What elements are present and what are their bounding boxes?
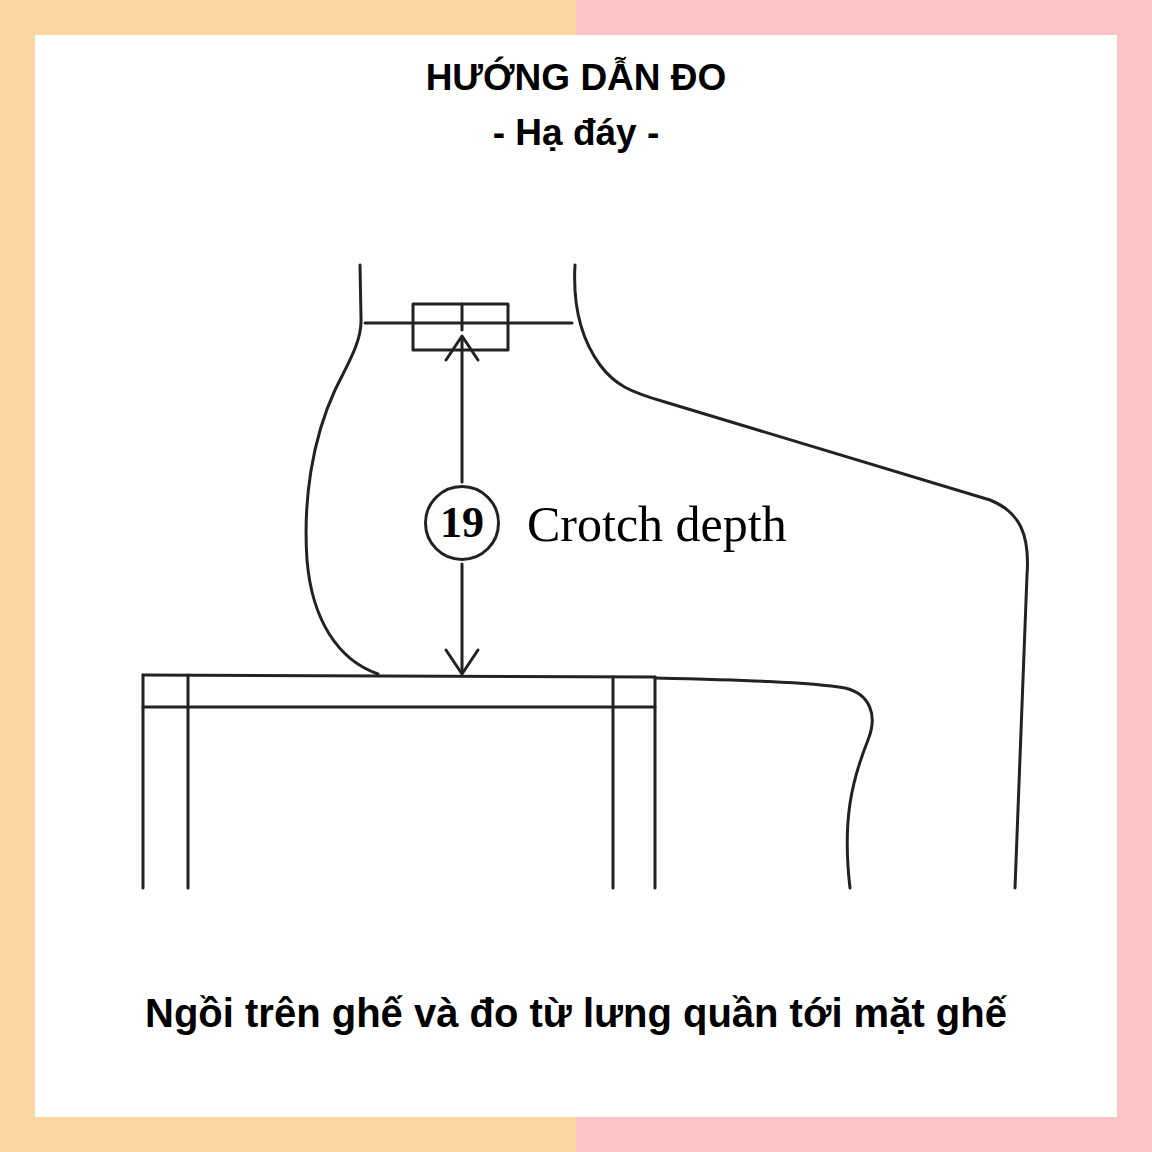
buckle-center [461, 304, 464, 330]
arrow-head-down [446, 650, 478, 674]
measure-line [461, 338, 464, 482]
chair-leg [654, 677, 657, 888]
measure-line [461, 564, 464, 672]
chair-seat-bottom [143, 706, 655, 709]
waistband-line [365, 322, 572, 325]
callout-circle: 19 [424, 485, 500, 561]
dimension-label: Crotch depth [527, 496, 787, 554]
chair-leg [187, 675, 190, 888]
white-panel [35, 35, 1117, 1117]
subtitle-holder: - Hạ đáy - [493, 112, 660, 155]
chair-seat-top [143, 675, 655, 677]
arrow-head-up [446, 336, 478, 360]
title: HƯỚNG DẪN ĐO [426, 57, 727, 100]
chair-leg [142, 675, 145, 888]
callout-number: 19 [440, 501, 484, 545]
dimension-label-holder: Crotch depth [527, 496, 787, 554]
thigh-outline [655, 678, 872, 888]
body-outline-left [306, 265, 378, 674]
body-outline-right [575, 265, 1028, 888]
title-holder: HƯỚNG DẪN ĐO [426, 57, 727, 100]
chair-leg [612, 677, 615, 888]
caption: Ngồi trên ghế và đo từ lưng quần tới mặt… [145, 990, 1007, 1036]
caption-holder: Ngồi trên ghế và đo từ lưng quần tới mặt… [145, 990, 1007, 1036]
subtitle: - Hạ đáy - [493, 112, 660, 155]
